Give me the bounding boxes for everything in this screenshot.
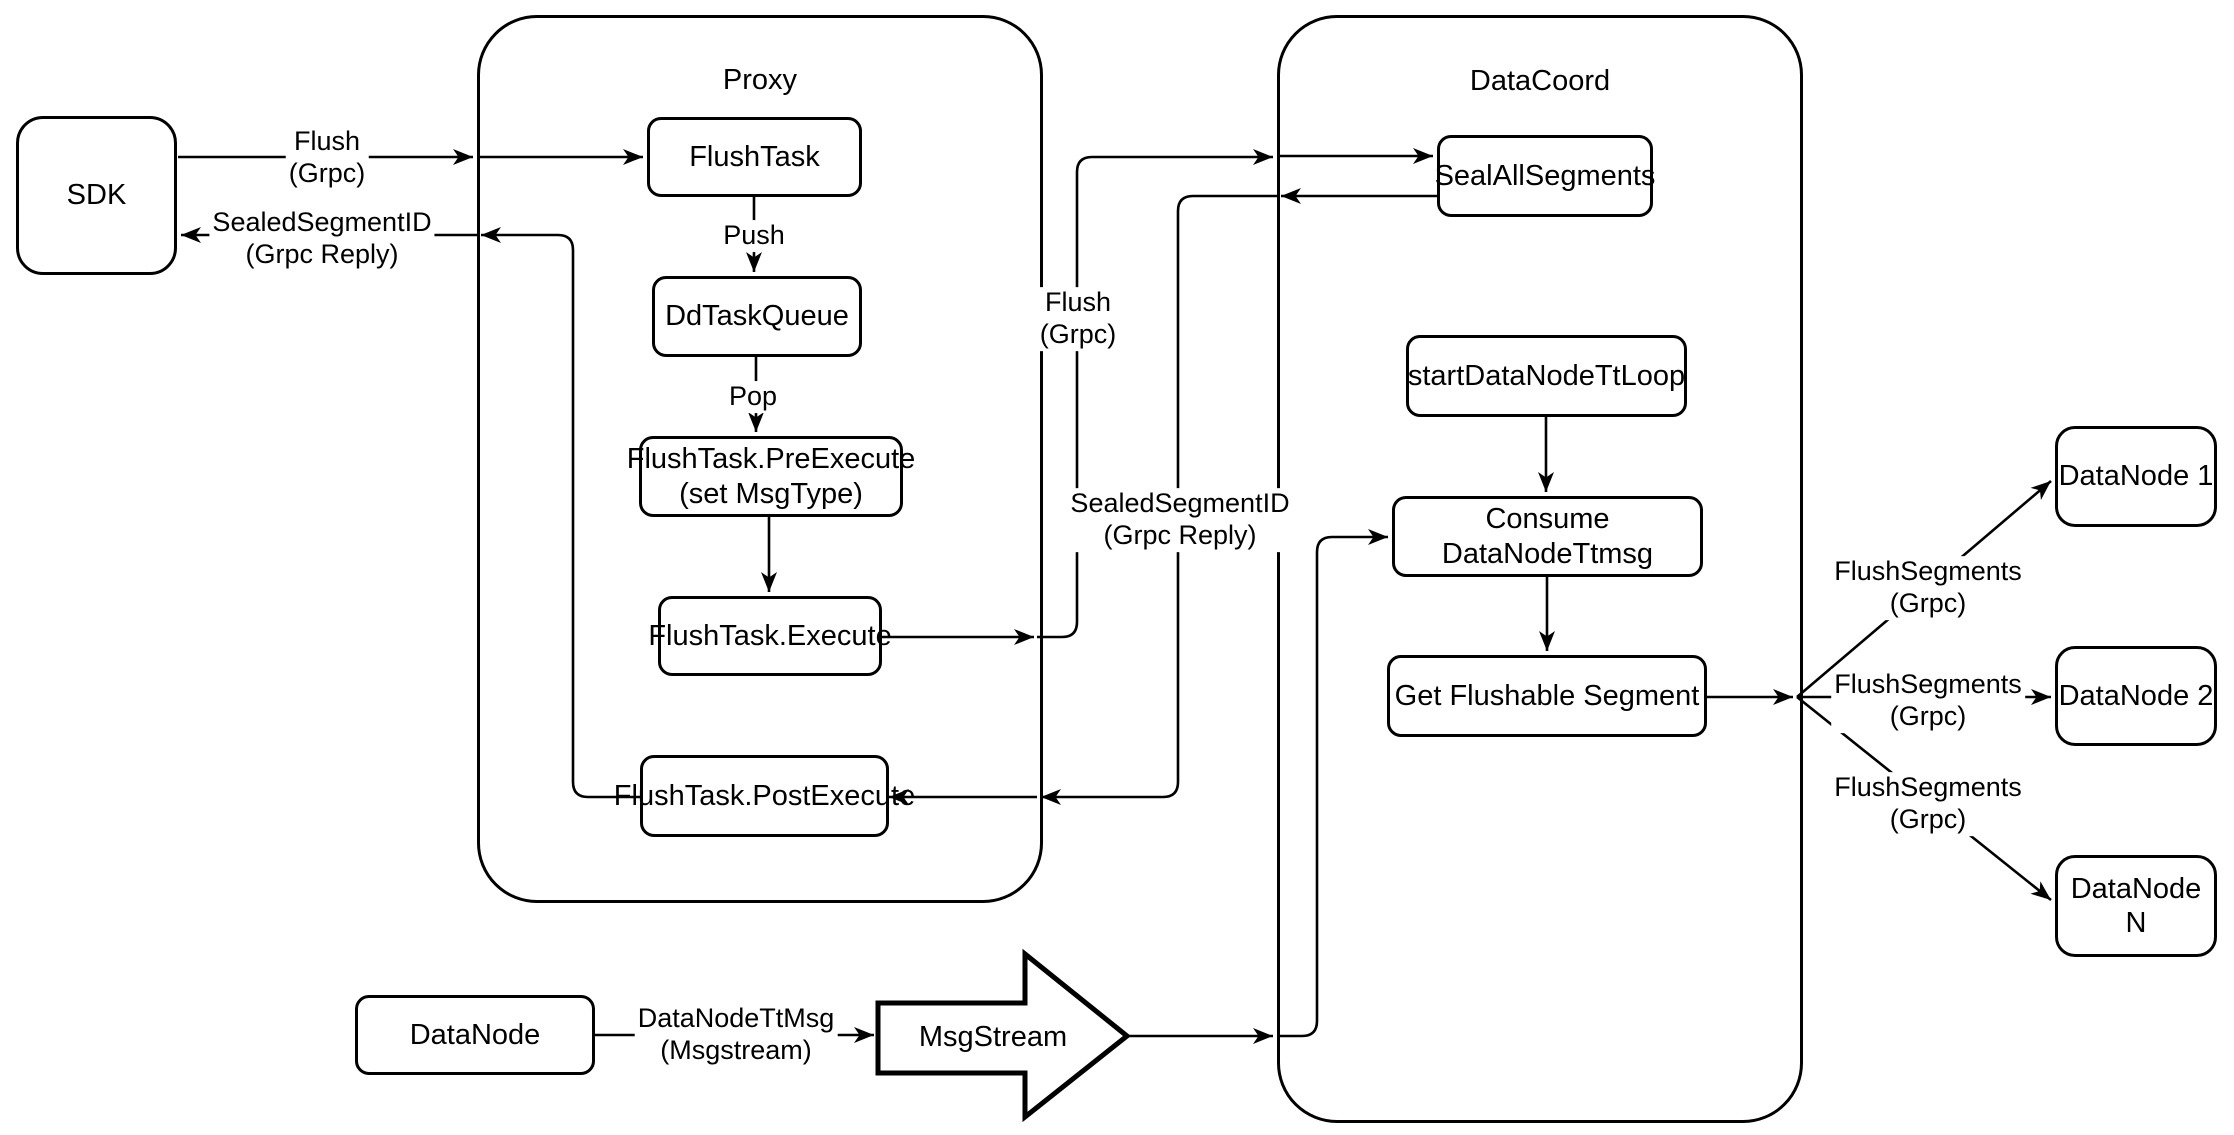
sealallsegments-node: SealAllSegments	[1435, 135, 1655, 217]
ddtaskqueue-node: DdTaskQueue	[652, 276, 862, 357]
edge-label-datanodettmsg: DataNodeTtMsg (Msgstream)	[634, 1003, 838, 1067]
edge-postexecute-loop-left	[481, 227, 640, 799]
flushtask-execute-node: FlushTask.Execute	[648, 596, 892, 676]
edge-label-pop: Pop	[725, 381, 781, 413]
datacoord-container: DataCoord	[1277, 15, 1803, 1123]
edge-flush-up-to-datacoord	[1037, 149, 1273, 639]
datacoord-title: DataCoord	[1469, 65, 1611, 97]
edge-label-sealedsegmentid-mid: SealedSegmentID (Grpc Reply)	[1067, 488, 1293, 552]
datanode1-node: DataNode 1	[2055, 426, 2217, 527]
edge-label-push: Push	[720, 220, 788, 252]
startdatanodettloop-node: startDataNodeTtLoop	[1406, 335, 1687, 417]
edge-label-flushsegments-2: FlushSegments (Grpc)	[1831, 669, 2025, 733]
edge-label-flushsegments-1: FlushSegments (Grpc)	[1831, 556, 2025, 620]
datanode-node: DataNode	[355, 995, 595, 1075]
edge-label-flush-grpc-sdk: Flush (Grpc)	[285, 126, 369, 190]
proxy-container: Proxy	[477, 15, 1043, 903]
flushtask-node: FlushTask	[647, 117, 862, 197]
flushtask-postexecute-node: FlushTask.PostExecute	[614, 755, 915, 837]
get-flushable-segment-node: Get Flushable Segment	[1387, 655, 1707, 737]
proxy-title: Proxy	[722, 64, 798, 96]
msgstream-arrow-shape	[875, 948, 1132, 1123]
msgstream-label: MsgStream	[918, 1020, 1068, 1053]
consume-datanodettmsg-node: Consume DataNodeTtmsg	[1392, 496, 1703, 577]
flushtask-preexecute-node: FlushTask.PreExecute (set MsgType)	[627, 436, 915, 517]
edge-label-flush-grpc-mid: Flush (Grpc)	[1036, 287, 1120, 351]
edge-datacoord-up-to-consume	[1277, 529, 1388, 1038]
edge-label-sealedsegmentid-sdk: SealedSegmentID (Grpc Reply)	[209, 207, 435, 271]
datanode2-node: DataNode 2	[2055, 646, 2217, 746]
sdk-node: SDK	[16, 116, 177, 275]
edge-label-flushsegments-3: FlushSegments (Grpc)	[1831, 772, 2025, 836]
datanoden-node: DataNode N	[2055, 855, 2217, 957]
